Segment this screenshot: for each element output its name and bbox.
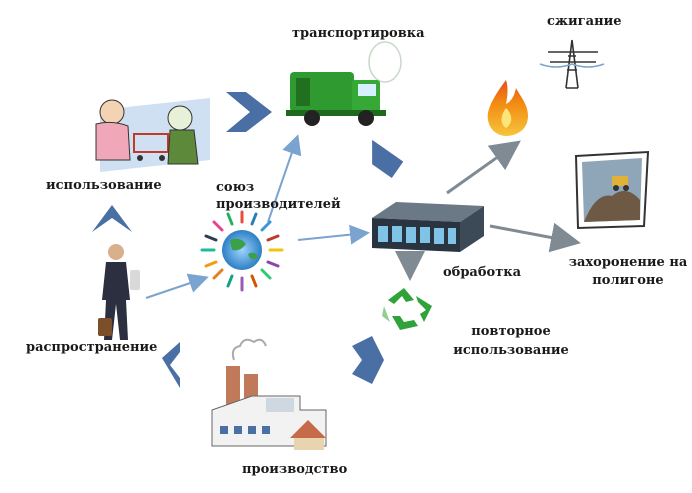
garbage-truck-icon: [286, 41, 402, 126]
chevron-arrow: [162, 342, 180, 388]
shopping-cart-icon: [95, 98, 210, 172]
label-incineration: сжигание: [547, 14, 622, 29]
chevron-arrow: [352, 336, 384, 384]
label-union-line2: производителей: [216, 197, 341, 212]
arrow-dist-to-union: [145, 273, 209, 299]
label-union-line1: союз: [216, 180, 255, 195]
label-processing: обработка: [443, 265, 522, 280]
arrow-to-landfill: [489, 222, 581, 253]
arrow-union-to-truck: [267, 134, 302, 223]
factory-icon: [211, 338, 327, 450]
recycle-icon: [382, 288, 432, 330]
label-reuse-line1: повторное: [471, 324, 551, 339]
label-transport: транспортировка: [292, 26, 425, 41]
arrow-union-to-plant: [297, 224, 370, 245]
chevron-arrow: [372, 139, 404, 179]
chevron-arrow: [226, 92, 272, 132]
label-landfill-line1: захоронение на: [568, 255, 688, 270]
landfill-icon: [574, 150, 650, 230]
fire-icon: [487, 80, 528, 136]
chevron-arrow: [92, 205, 132, 232]
arrow-to-incineration: [446, 140, 521, 195]
power-line-icon: [539, 39, 605, 89]
processing-plant-icon: [372, 202, 484, 252]
label-usage: использование: [46, 178, 162, 193]
label-distribution: распространение: [26, 340, 158, 355]
businessman-icon: [98, 244, 140, 340]
globe-icon: [200, 210, 284, 292]
label-landfill-line2: полигоне: [592, 273, 664, 288]
label-reuse-line2: использование: [453, 343, 569, 358]
label-production: производство: [242, 462, 348, 477]
